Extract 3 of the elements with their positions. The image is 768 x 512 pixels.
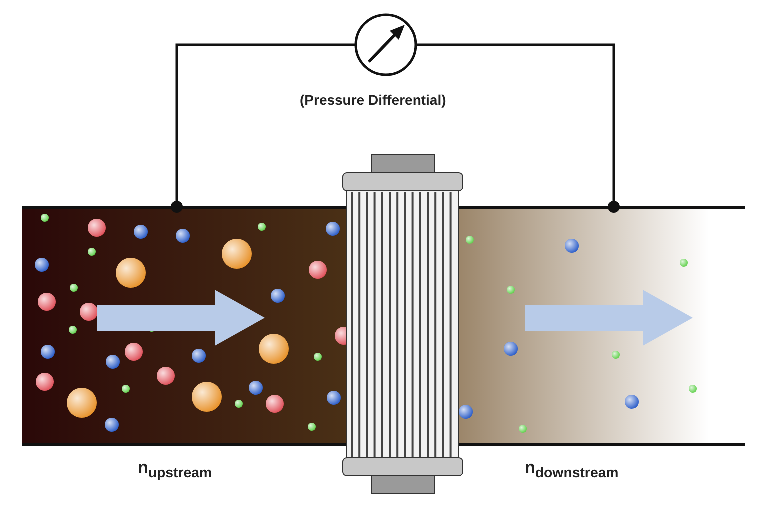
flow-label: n$_{upstream}$	[138, 458, 212, 482]
caption-label: (Pressure Differential)	[300, 92, 446, 108]
flow-label: n$_{downstream}$	[525, 458, 619, 482]
